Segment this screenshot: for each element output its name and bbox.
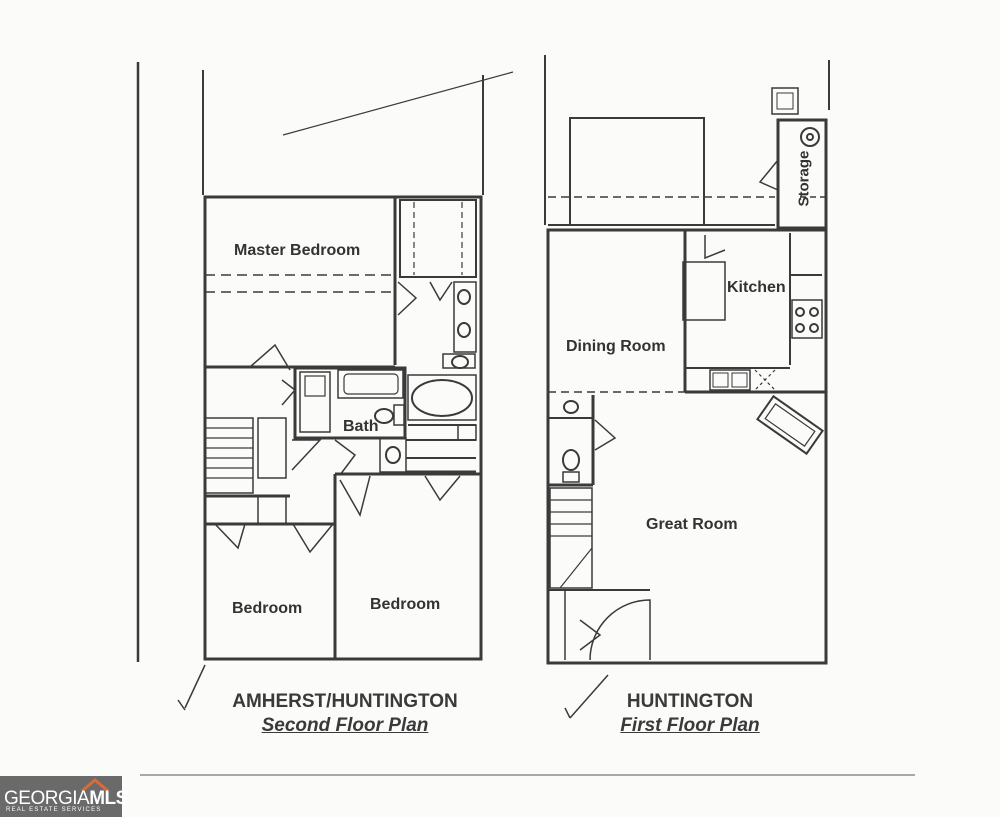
hall-bath-wall (293, 366, 407, 440)
room-label-bedroom-right: Bedroom (370, 596, 441, 613)
second-floor-plan (136, 62, 514, 711)
logo-brand: GEORGIAMLS (4, 788, 128, 810)
outer-wall (546, 228, 828, 665)
hvac-icon (771, 87, 799, 115)
fireplace (756, 394, 824, 456)
logo-brand-left: GEORGIA (4, 788, 90, 809)
second-floor-title: AMHERST/HUNTINGTON (232, 691, 458, 712)
water-heater-icon (800, 127, 820, 147)
roof-line (282, 71, 514, 136)
tub-icon (411, 379, 473, 417)
stove (791, 299, 823, 339)
sink-icon (457, 289, 471, 305)
check-mark (569, 674, 609, 719)
georgia-mls-logo: GEORGIAMLS REAL ESTATE SERVICES (0, 776, 128, 817)
hall-tub (337, 369, 404, 399)
closet (399, 199, 477, 278)
storage-closet (776, 118, 828, 230)
sink-icon (457, 322, 471, 338)
kitchen-sink (709, 369, 751, 391)
entry-door-swing (589, 599, 651, 661)
room-label-bath: Bath (343, 418, 379, 435)
vanity (379, 437, 407, 473)
stairs (549, 487, 593, 589)
first-floor-title: HUNTINGTON (626, 691, 754, 712)
logo-brand-right: MLS (89, 788, 128, 809)
logo-tagline: REAL ESTATE SERVICES (6, 807, 102, 813)
first-floor-subtitle: First Floor Plan (620, 715, 760, 736)
vanity (453, 281, 477, 353)
room-label-dining-room: Dining Room (566, 338, 666, 355)
toilet-icon (451, 355, 469, 369)
room-label-kitchen: Kitchen (727, 279, 786, 296)
room-label-great-room: Great Room (646, 516, 738, 533)
bathtub (407, 374, 477, 421)
toilet-icon (562, 449, 580, 471)
fridge (682, 261, 726, 321)
room-label-storage: Storage (795, 150, 813, 207)
roof-icon (81, 778, 109, 792)
sink-icon (563, 400, 579, 414)
stairs (204, 417, 254, 494)
porch (569, 117, 705, 226)
first-floor-plan (544, 55, 830, 719)
second-floor-subtitle: Second Floor Plan (261, 715, 429, 736)
check-mark (184, 664, 206, 709)
room-label-bedroom-left: Bedroom (232, 600, 303, 617)
sink-icon (385, 446, 401, 464)
room-label-master-bedroom: Master Bedroom (234, 242, 361, 259)
toilet-icon (374, 408, 394, 424)
